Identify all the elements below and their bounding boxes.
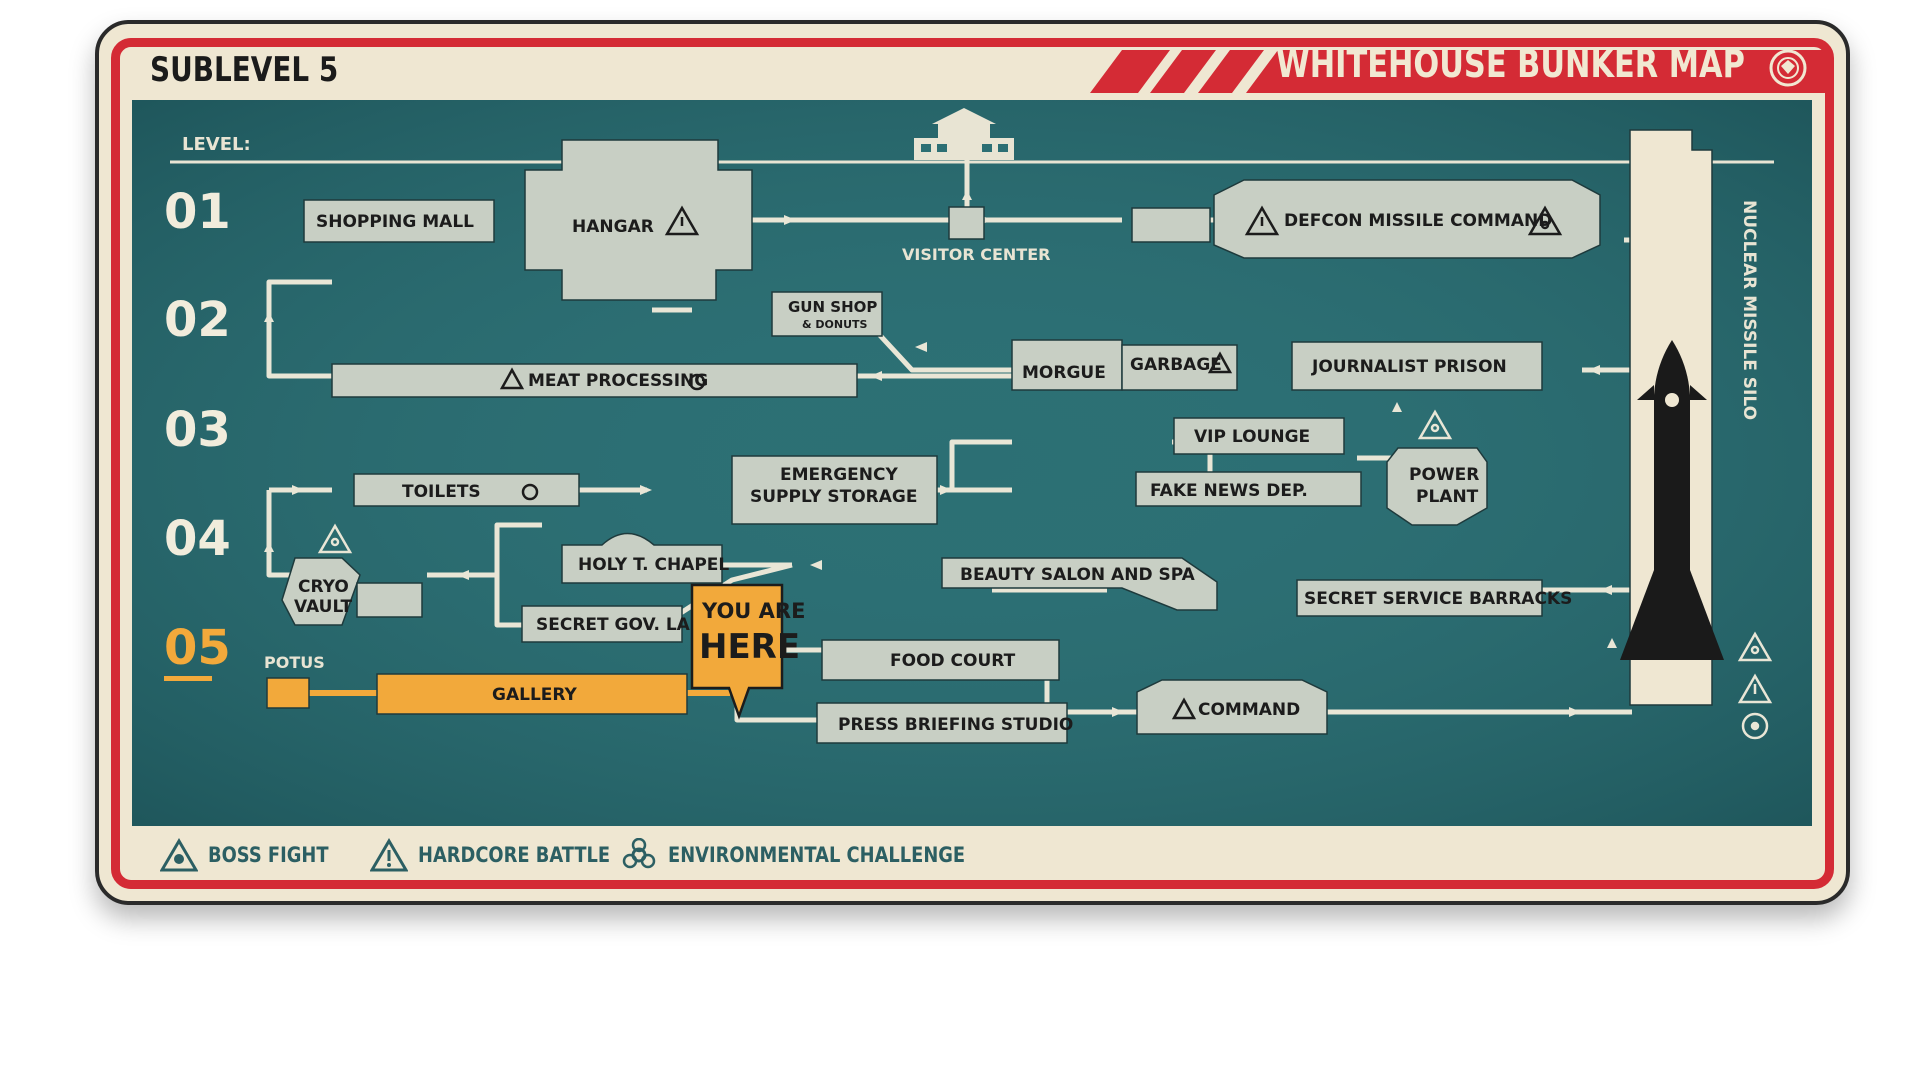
radiation-icon — [1741, 712, 1769, 740]
room-emergency-line2[interactable]: SUPPLY STORAGE — [750, 487, 918, 507]
legend-environmental-challenge: ENVIRONMENTAL CHALLENGE — [620, 835, 1018, 875]
room-power-line2[interactable]: PLANT — [1416, 487, 1479, 507]
sublevel-title: SUBLEVEL 5 — [150, 50, 339, 90]
warning-triangle-icon — [370, 838, 408, 872]
warning-triangle-icon — [1171, 697, 1197, 720]
room-gun-shop[interactable]: GUN SHOP — [788, 298, 877, 316]
you-are-here-line1: YOU ARE — [701, 599, 805, 623]
warning-triangle-icon — [1737, 673, 1773, 704]
skull-warning-icon — [160, 838, 198, 872]
room-fake-news-dep[interactable]: FAKE NEWS DEP. — [1150, 481, 1308, 501]
room-food-court[interactable]: FOOD COURT — [890, 651, 1016, 671]
skull-warning-icon — [1417, 409, 1453, 440]
room-vip-lounge[interactable]: VIP LOUNGE — [1194, 427, 1310, 447]
warning-triangle-icon — [1244, 205, 1280, 236]
room-morgue[interactable]: MORGUE — [1022, 363, 1106, 383]
active-level-underline — [164, 676, 212, 681]
legend-hardcore-battle: HARDCORE BATTLE — [370, 835, 644, 875]
legend-label: HARDCORE BATTLE — [418, 843, 611, 867]
room-defcon-missile-command[interactable]: DEFCON MISSILE COMMAND — [1284, 211, 1552, 231]
warning-triangle-icon — [499, 367, 525, 390]
biohazard-icon — [688, 373, 706, 391]
skull-warning-icon — [1737, 631, 1773, 662]
room-garbage[interactable]: GARBAGE — [1130, 355, 1222, 375]
room-shopping-mall[interactable]: SHOPPING MALL — [316, 212, 474, 232]
map-title: WHITEHOUSE BUNKER MAP — [1276, 42, 1745, 86]
room-toilets[interactable]: TOILETS — [402, 482, 481, 502]
bunker-map-area: LEVEL: — [132, 100, 1812, 826]
warning-triangle-icon — [1207, 351, 1233, 374]
biohazard-icon — [622, 838, 656, 869]
room-power-line1[interactable]: POWER — [1409, 465, 1479, 485]
room-secret-gov-lab[interactable]: SECRET GOV. LA — [536, 615, 691, 635]
room-command[interactable]: COMMAND — [1198, 700, 1300, 720]
skull-warning-icon — [317, 523, 353, 554]
room-visitor-center[interactable]: VISITOR CENTER — [902, 245, 1050, 264]
room-beauty-salon[interactable]: BEAUTY SALON AND SPA — [960, 565, 1196, 585]
room-meat-processing[interactable]: MEAT PROCESSING — [528, 371, 708, 391]
room-hangar[interactable]: HANGAR — [572, 217, 654, 237]
potus-marker[interactable] — [266, 677, 310, 709]
level-number-01[interactable]: 01 — [164, 184, 231, 240]
you-are-here-marker: YOU ARE HERE — [690, 583, 805, 720]
silo-label: NUCLEAR MISSILE SILO — [1739, 200, 1759, 420]
legend-label: ENVIRONMENTAL CHALLENGE — [668, 843, 966, 867]
white-house-icon — [914, 108, 1014, 160]
level-number-03[interactable]: 03 — [164, 402, 231, 458]
nuclear-missile-icon — [1620, 340, 1724, 660]
room-journalist-prison[interactable]: JOURNALIST PRISON — [1311, 357, 1507, 377]
skull-warning-icon — [1527, 205, 1563, 236]
room-emergency-line1[interactable]: EMERGENCY — [780, 465, 899, 485]
biohazard-icon — [521, 483, 539, 501]
room-cryo-line1[interactable]: CRYO — [298, 577, 349, 597]
rooms — [281, 139, 1601, 744]
legend-boss-fight: BOSS FIGHT — [160, 835, 350, 875]
gallery-room[interactable] — [376, 673, 688, 715]
level-number-02[interactable]: 02 — [164, 292, 231, 348]
room-gallery[interactable]: GALLERY — [492, 685, 578, 705]
presidential-seal-icon — [1769, 49, 1807, 87]
hazard-icons-light — [317, 409, 1773, 740]
room-holy-chapel[interactable]: HOLY T. CHAPEL — [578, 555, 729, 575]
level-label: LEVEL: — [182, 134, 251, 155]
warning-triangle-icon — [664, 205, 700, 236]
room-gun-shop-sub: & DONUTS — [802, 318, 868, 331]
hazard-icons — [499, 205, 1563, 720]
level-number-04[interactable]: 04 — [164, 511, 231, 567]
potus-label: POTUS — [264, 653, 325, 672]
room-cryo-line2[interactable]: VAULT — [294, 597, 352, 617]
level-number-05[interactable]: 05 — [164, 620, 231, 676]
legend-label: BOSS FIGHT — [208, 843, 329, 867]
you-are-here-line2: HERE — [699, 627, 800, 667]
room-press-briefing[interactable]: PRESS BRIEFING STUDIO — [838, 715, 1073, 735]
bunker-map-svg: LEVEL: — [132, 100, 1812, 826]
room-secret-service-barracks[interactable]: SECRET SERVICE BARRACKS — [1304, 589, 1572, 609]
